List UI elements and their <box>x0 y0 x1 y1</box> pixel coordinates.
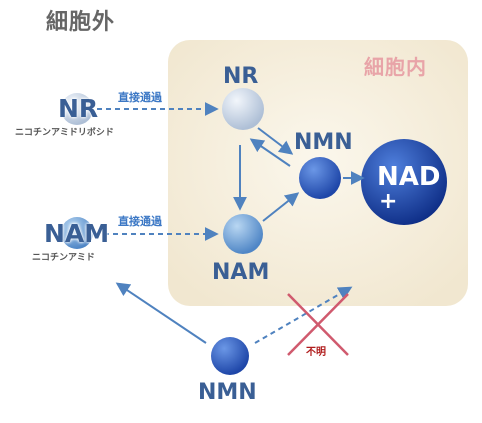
nam-outside-sublabel: ニコチンアミド <box>32 253 95 263</box>
nr-inside-label: NR <box>223 64 259 89</box>
nam-outside-label: NAM <box>44 219 110 248</box>
nam-outside-sphere <box>61 217 93 249</box>
cross-mark-line-2 <box>287 293 349 356</box>
intracellular-label: 細胞内 <box>364 55 427 79</box>
nmn-inside-sphere <box>299 157 341 199</box>
nr-direct-pass-label: 直接通過 <box>118 91 162 104</box>
nmn-entry-dashed-arrow <box>254 286 353 344</box>
nr-inside-sphere <box>222 88 264 130</box>
extracellular-label: 細胞外 <box>46 10 116 35</box>
unknown-label: 不明 <box>306 347 326 358</box>
nmn-outside-label: NMN <box>198 380 257 405</box>
nmn-outside-sphere <box>211 337 249 375</box>
nr-to-nmn-arrow <box>257 127 294 155</box>
nr-outside-sphere <box>61 93 93 125</box>
nam-direct-pass-label: 直接通過 <box>118 215 162 228</box>
nr-outside-sublabel: ニコチンアミドリボシド <box>15 128 114 138</box>
nmn-inside-label: NMN <box>294 130 353 155</box>
nmn-to-nr-arrow <box>249 138 291 167</box>
nad-plus-label: + <box>379 189 398 214</box>
nad-sphere <box>361 139 447 225</box>
nr-outside-label: NR <box>58 94 99 123</box>
nad-label: NAD <box>377 162 441 192</box>
nam-inside-sphere <box>223 214 263 254</box>
nmn-outside-to-nam-arrow <box>115 282 207 344</box>
nam-inside-label: NAM <box>212 260 270 285</box>
nam-to-nmn-arrow <box>262 192 300 222</box>
